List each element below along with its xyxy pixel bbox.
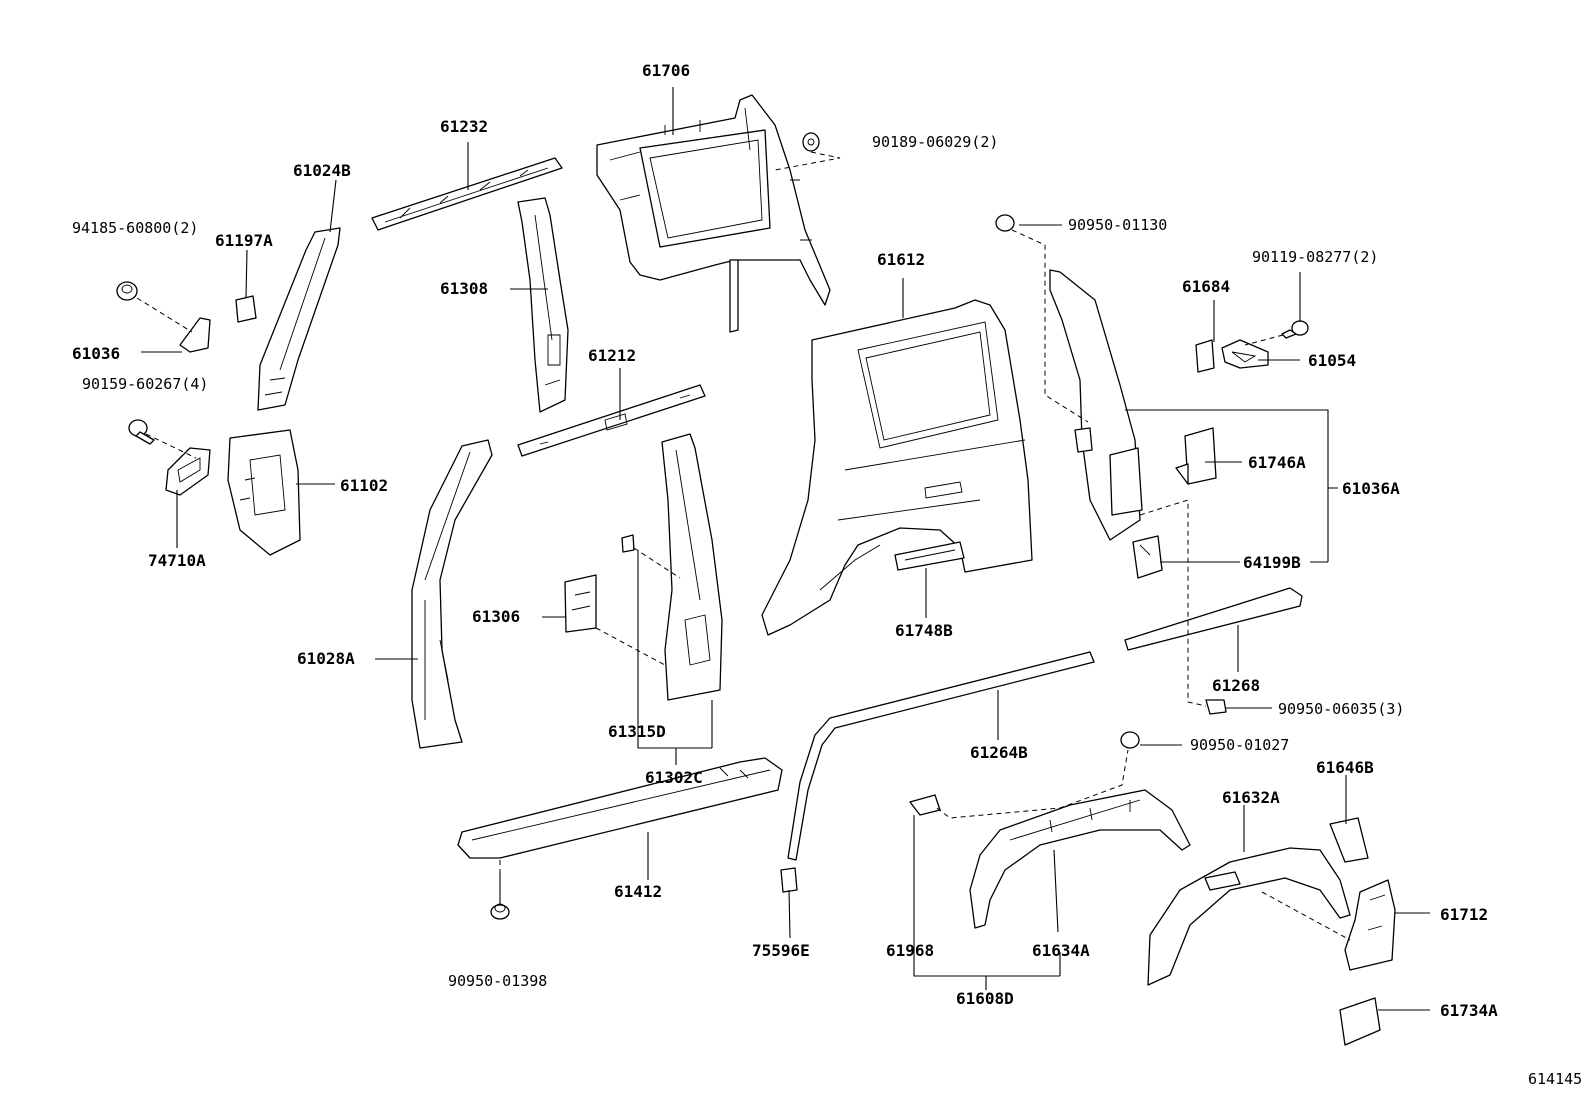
part-94185-nut [116, 281, 138, 301]
part-61232-shape [371, 157, 563, 231]
label-61706[interactable]: 61706 [642, 61, 690, 80]
part-61024B-shape [257, 227, 341, 411]
part-64199B-shape [1132, 535, 1163, 579]
part-90119-bolt [1281, 320, 1309, 339]
part-61712-shape [1344, 879, 1396, 971]
leader-lines [141, 87, 1430, 1011]
part-61028A-shape [411, 439, 493, 749]
label-61632A[interactable]: 61632A [1222, 788, 1280, 807]
label-61315D[interactable]: 61315D [608, 722, 666, 741]
part-61968-shape [909, 794, 941, 816]
part-61632A-shape [1147, 847, 1351, 986]
part-61268-shape [1124, 587, 1303, 651]
label-61264B[interactable]: 61264B [970, 743, 1028, 762]
dashed-assembly-lines [136, 151, 1351, 941]
label-61684[interactable]: 61684 [1182, 277, 1230, 296]
part-61684-shape [1195, 339, 1215, 373]
part-61734A-shape [1339, 997, 1381, 1046]
part-61646B-shape [1329, 817, 1369, 863]
label-61036A[interactable]: 61036A [1342, 479, 1400, 498]
label-61712[interactable]: 61712 [1440, 905, 1488, 924]
label-61268[interactable]: 61268 [1212, 676, 1260, 695]
part-90950-01398-clip [490, 903, 510, 920]
label-61028A[interactable]: 61028A [297, 649, 355, 668]
label-90159[interactable]: 90159-60267(4) [82, 375, 208, 393]
label-61634A[interactable]: 61634A [1032, 941, 1090, 960]
part-61102-shape [227, 429, 301, 556]
label-61746A[interactable]: 61746A [1248, 453, 1306, 472]
part-61412-shape [457, 757, 783, 859]
part-90189-clip [802, 132, 820, 152]
part-61036-shape [179, 317, 211, 353]
label-64199B[interactable]: 64199B [1243, 553, 1301, 572]
label-61748B[interactable]: 61748B [895, 621, 953, 640]
label-61968[interactable]: 61968 [886, 941, 934, 960]
label-90119[interactable]: 90119-08277(2) [1252, 248, 1378, 266]
figure-code: 614145 [1528, 1070, 1582, 1088]
part-61748B-shape [894, 541, 965, 571]
part-61264B-shape [787, 651, 1095, 861]
part-61036A-shape [1049, 269, 1143, 541]
part-74710A-shape [165, 447, 211, 496]
label-61024B[interactable]: 61024B [293, 161, 351, 180]
label-61608D[interactable]: 61608D [956, 989, 1014, 1008]
part-61197A-shape [235, 295, 257, 323]
label-61308[interactable]: 61308 [440, 279, 488, 298]
label-90950-01130[interactable]: 90950-01130 [1068, 216, 1167, 234]
part-61634A-shape [969, 789, 1191, 929]
label-61054[interactable]: 61054 [1308, 351, 1356, 370]
part-90950-01027-clip [1120, 731, 1140, 749]
part-90950-06035-clip [1205, 699, 1227, 715]
label-61232[interactable]: 61232 [440, 117, 488, 136]
label-61646B[interactable]: 61646B [1316, 758, 1374, 777]
label-61412[interactable]: 61412 [614, 882, 662, 901]
label-94185[interactable]: 94185-60800(2) [72, 219, 198, 237]
label-90950-01398[interactable]: 90950-01398 [448, 972, 547, 990]
label-61612[interactable]: 61612 [877, 250, 925, 269]
label-90950-06035[interactable]: 90950-06035(3) [1278, 700, 1404, 718]
part-61302C-shape [621, 433, 723, 701]
part-90159-bolt [128, 419, 155, 445]
part-61612-shape [761, 299, 1033, 636]
part-labels: 61706 90189-06029(2) 61232 61024B 94185-… [72, 61, 1582, 1088]
label-61102[interactable]: 61102 [340, 476, 388, 495]
label-90950-01027[interactable]: 90950-01027 [1190, 736, 1289, 754]
label-61734A[interactable]: 61734A [1440, 1001, 1498, 1020]
part-61306-shape [564, 574, 597, 633]
part-75596E-shape [780, 867, 798, 893]
part-61308-shape [517, 197, 569, 413]
label-61036[interactable]: 61036 [72, 344, 120, 363]
part-61212-shape [517, 384, 706, 457]
label-90189[interactable]: 90189-06029(2) [872, 133, 998, 151]
label-61197A[interactable]: 61197A [215, 231, 273, 250]
part-61706-shape [596, 94, 831, 333]
label-61306[interactable]: 61306 [472, 607, 520, 626]
part-61746A-shape [1175, 427, 1217, 485]
label-61302C[interactable]: 61302C [645, 768, 703, 787]
part-90950-01130-clip [995, 214, 1015, 232]
label-74710A[interactable]: 74710A [148, 551, 206, 570]
label-75596E[interactable]: 75596E [752, 941, 810, 960]
label-61212[interactable]: 61212 [588, 346, 636, 365]
part-61054-shape [1221, 339, 1269, 369]
